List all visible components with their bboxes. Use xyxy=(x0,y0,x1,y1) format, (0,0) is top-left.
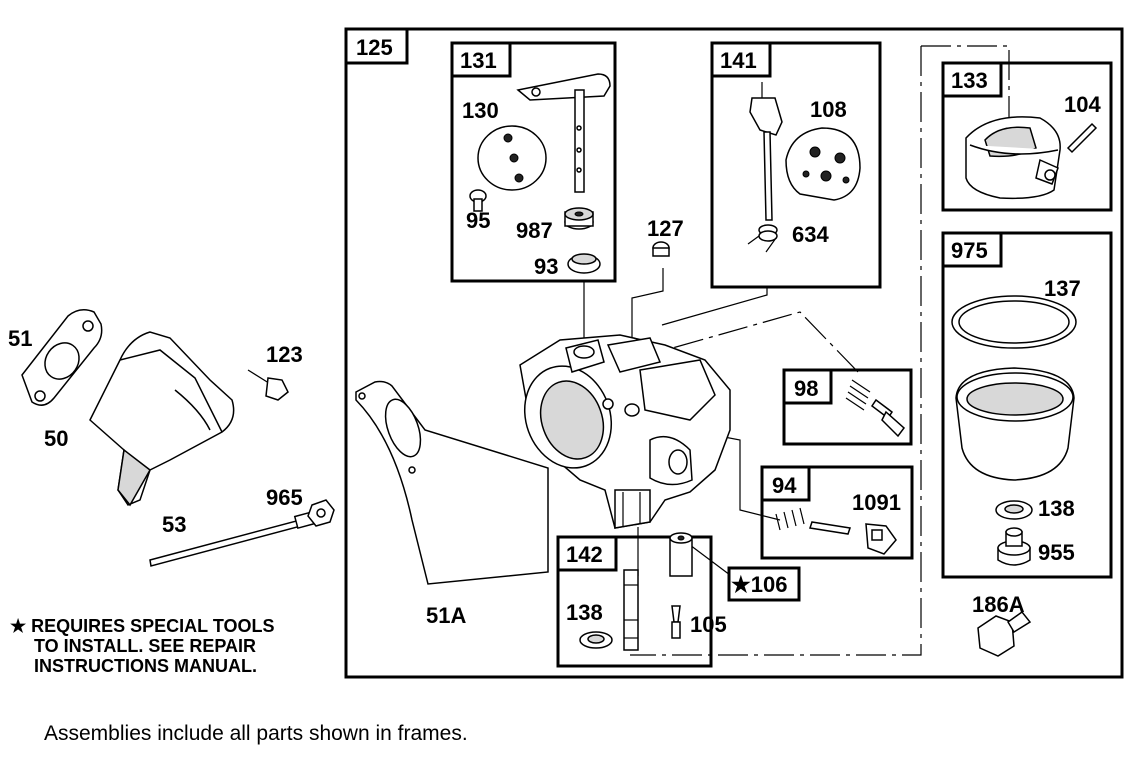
mixture-screw-94 xyxy=(775,507,897,555)
frame-98: 98 xyxy=(782,368,913,446)
part-label-955: 955 xyxy=(1038,540,1075,565)
spring-634 xyxy=(747,224,778,253)
part-label-105: 105 xyxy=(690,612,727,637)
idle-screw-98 xyxy=(845,379,906,438)
note-line-2: TO INSTALL. SEE REPAIR xyxy=(34,636,256,656)
frame-133: 133 xyxy=(941,61,1113,212)
throttle-shaft-141 xyxy=(749,82,783,221)
frame-94: 94 xyxy=(760,465,914,560)
frame-131-label: 131 xyxy=(460,48,497,73)
needle-105 xyxy=(671,605,681,639)
frame-131: 131 xyxy=(450,41,617,283)
carburetor-body xyxy=(519,334,731,529)
washer-138 xyxy=(995,500,1033,520)
frame-142-label: 142 xyxy=(566,542,603,567)
part-label-186a: 186A xyxy=(972,592,1025,617)
gasket-plate-51a xyxy=(355,380,549,585)
part-label-95: 95 xyxy=(466,208,490,233)
fitting-186a xyxy=(977,610,1032,657)
bowl-screw-955 xyxy=(997,527,1031,566)
part-label-53: 53 xyxy=(162,512,186,537)
part-label-130: 130 xyxy=(462,98,499,123)
frame-133-label: 133 xyxy=(951,68,988,93)
washer-93 xyxy=(567,253,601,274)
caption: Assemblies include all parts shown in fr… xyxy=(44,722,468,745)
part-label-51a: 51A xyxy=(426,603,466,628)
frame-975: 975 xyxy=(941,231,1113,579)
throttle-plate-108 xyxy=(785,127,861,201)
part-label-138-bowl: 138 xyxy=(1038,496,1075,521)
part-label-123: 123 xyxy=(266,342,303,367)
choke-plate-130 xyxy=(477,125,547,191)
part-label-50: 50 xyxy=(44,426,68,451)
seal-127 xyxy=(652,241,670,257)
part-label-104: 104 xyxy=(1064,92,1101,117)
part-label-137: 137 xyxy=(1044,276,1081,301)
emulsion-tube-142 xyxy=(623,569,639,651)
float-bowl xyxy=(955,367,1075,481)
frame-125-label: 125 xyxy=(356,35,393,60)
intake-gasket xyxy=(21,309,103,406)
part-label-1091: 1091 xyxy=(852,490,901,515)
frame-98-label: 98 xyxy=(794,376,818,401)
part-label-634: 634 xyxy=(792,222,829,247)
part-label-51: 51 xyxy=(8,326,32,351)
frame-106: ★106 xyxy=(727,566,801,602)
note-line-1: ★ REQUIRES SPECIAL TOOLS xyxy=(10,616,275,636)
float-133 xyxy=(965,116,1061,200)
part-label-127: 127 xyxy=(647,216,684,241)
note-line-3: INSTRUCTIONS MANUAL. xyxy=(34,656,257,676)
choke-shaft-131 xyxy=(516,73,611,193)
float-pin-104 xyxy=(1066,122,1098,154)
part-label-138-frame: 138 xyxy=(566,600,603,625)
intake-elbow xyxy=(89,331,235,507)
washer-138-small xyxy=(579,631,613,649)
frame-142: 142 xyxy=(556,535,713,668)
seat-106 xyxy=(669,532,693,577)
screw-95 xyxy=(469,189,487,212)
frame-975-label: 975 xyxy=(951,238,988,263)
frame-125: 125 xyxy=(344,27,1124,679)
stud-53 xyxy=(149,499,335,567)
part-label-93: 93 xyxy=(534,254,558,279)
frame-106-label: ★106 xyxy=(731,572,787,597)
bowl-gasket-137 xyxy=(951,295,1077,349)
part-label-965: 965 xyxy=(266,485,303,510)
frame-141-label: 141 xyxy=(720,48,757,73)
bolt-123 xyxy=(247,369,289,401)
frame-94-label: 94 xyxy=(772,473,797,498)
seal-987 xyxy=(564,207,594,230)
part-label-108: 108 xyxy=(810,97,847,122)
part-label-987: 987 xyxy=(516,218,553,243)
frame-141: 141 xyxy=(710,41,882,289)
